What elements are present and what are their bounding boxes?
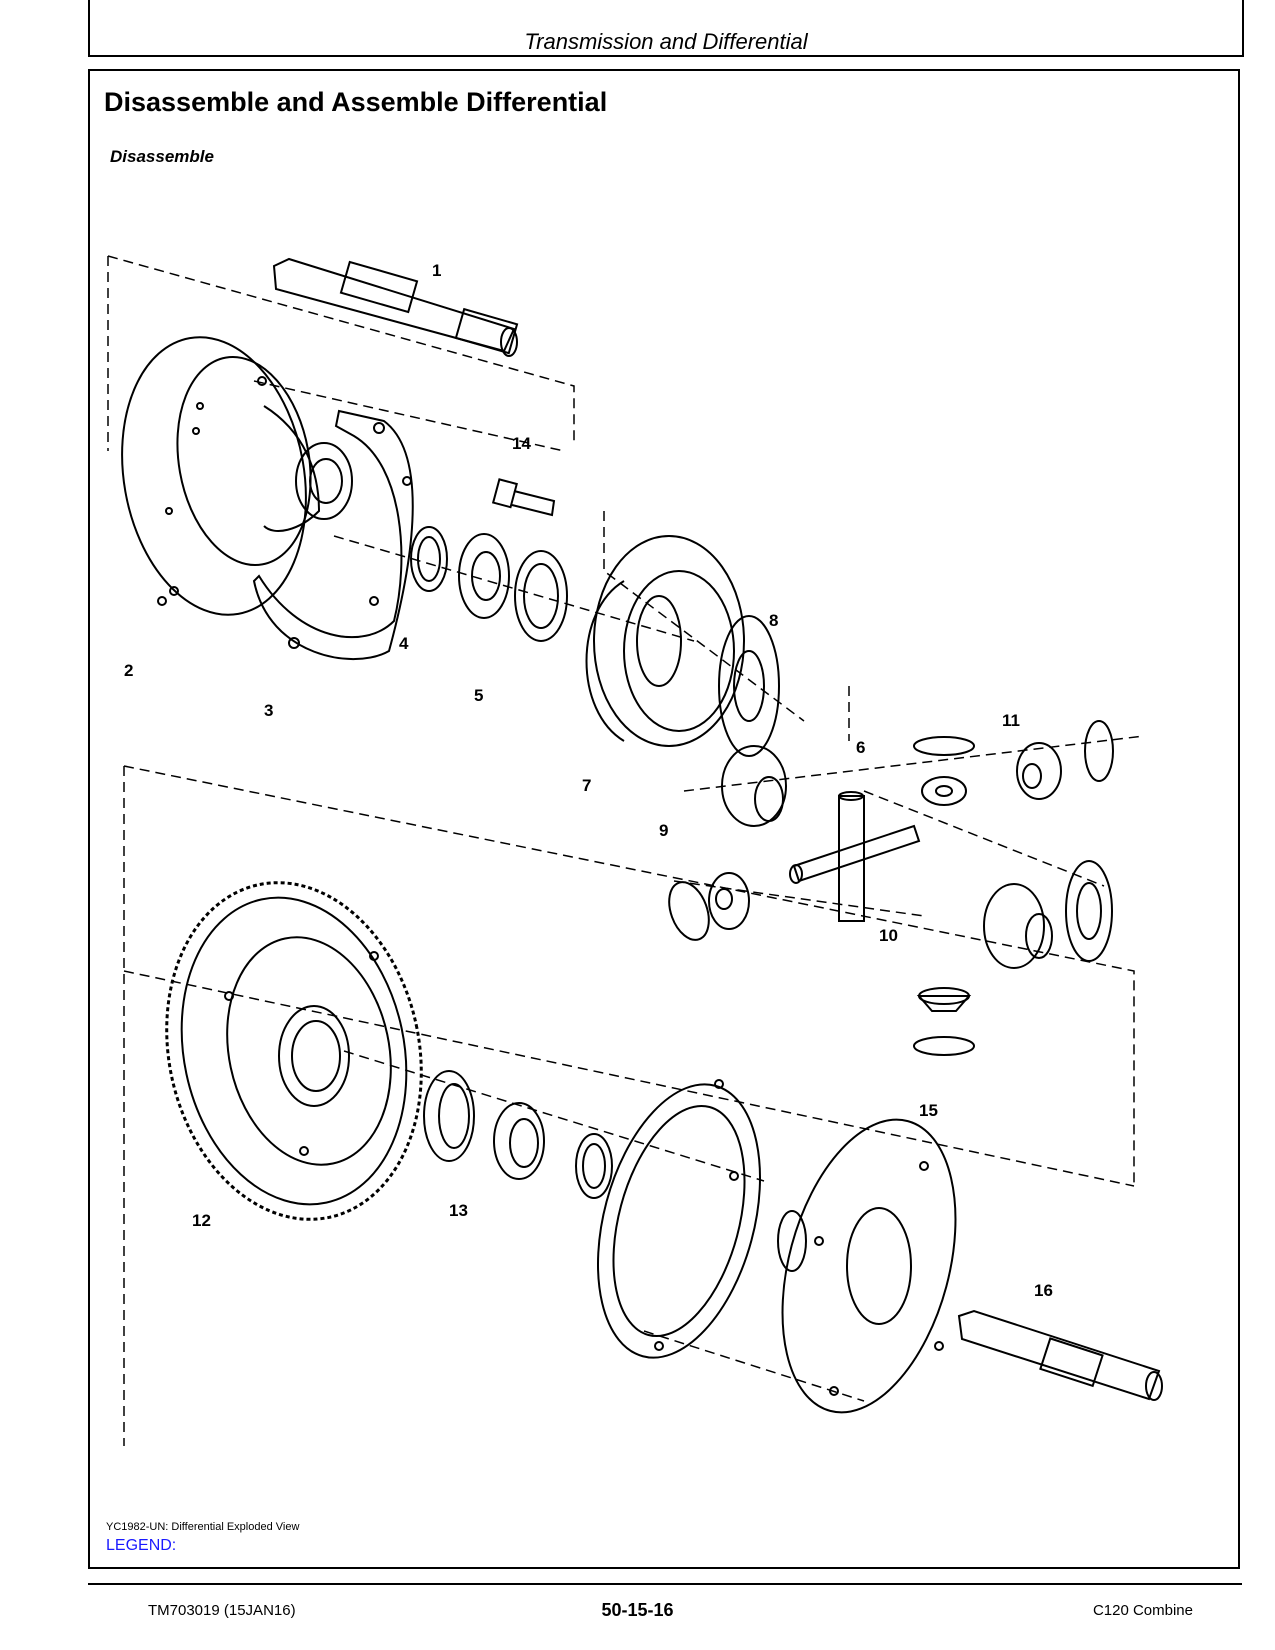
figure-caption: YC1982-UN: Differential Exploded View [106, 1521, 300, 1533]
bearing-part-13 [423, 1070, 545, 1180]
callout-9-a: 9 [659, 821, 668, 840]
subsection-heading: Disassemble [110, 147, 214, 166]
bearing-cup-part-4-lower [575, 1133, 613, 1199]
ring-gear-part-12 [165, 881, 423, 1221]
housing-part-15 [777, 1118, 957, 1414]
page-header-title: Transmission and Differential [524, 29, 808, 54]
bolt-part-14 [491, 478, 556, 517]
differential-exploded-diagram: 1 2 3 4 5 14 7 8 6 11 9 10 12 13 15 16 [107, 255, 1163, 1446]
dashed-assembly-line-upper [107, 255, 575, 446]
callout-6-a: 6 [856, 738, 865, 757]
washer-part-6-c [668, 881, 710, 941]
thrust-washer-part-8-upper [718, 615, 780, 757]
axle-shaft-part-1 [272, 257, 519, 357]
pinion-gear-part-11-c [708, 872, 750, 930]
callout-12: 12 [192, 1211, 211, 1230]
callout-16: 16 [1034, 1281, 1053, 1300]
callout-5: 5 [474, 686, 483, 705]
callout-13: 13 [449, 1201, 468, 1220]
washer-part-6-d [913, 1036, 975, 1056]
footer-doc-id: TM703019 (15JAN16) [148, 1602, 296, 1619]
gasket-part-3-lower [596, 1079, 762, 1359]
thrust-washer-part-8-lower [1065, 860, 1113, 962]
callout-8-upper: 8 [769, 611, 778, 630]
output-shaft-part-16 [957, 1309, 1163, 1401]
side-gear-part-9-a [721, 745, 787, 827]
callout-11-a: 11 [1002, 711, 1020, 730]
bearing-part-5 [458, 533, 568, 642]
legend-label: LEGEND: [106, 1537, 177, 1554]
footer-page-number: 50-15-16 [601, 1600, 674, 1620]
content-frame: Disassemble and Assemble Differential Di… [88, 69, 1240, 1569]
footer-rule [88, 1583, 1242, 1585]
callout-7: 7 [582, 776, 591, 795]
callout-2: 2 [124, 661, 133, 680]
callout-15: 15 [919, 1101, 938, 1120]
callout-10: 10 [879, 926, 898, 945]
header-frame: Transmission and Differential [88, 0, 1244, 57]
pinion-gear-part-11-a [921, 776, 967, 806]
dashed-axis-line-b [343, 686, 1145, 1402]
callout-1: 1 [432, 261, 441, 280]
bearing-cup-part-4 [410, 526, 448, 592]
dashed-axis-line-a [253, 380, 805, 722]
pinion-gear-part-11-d [916, 987, 972, 1012]
spider-cross-part-10 [789, 791, 921, 922]
side-gear-part-9-b [983, 883, 1053, 969]
dashed-assembly-line-middle [123, 765, 1135, 1446]
differential-case-part-7 [585, 535, 745, 747]
callout-4-upper: 4 [399, 634, 409, 653]
pinion-gear-part-11-b [1016, 742, 1062, 800]
callout-14: 14 [512, 434, 531, 453]
exploded-view-figure: 1 2 3 4 5 14 7 8 6 11 9 10 12 13 15 16 [104, 181, 1194, 1446]
section-title: Disassemble and Assemble Differential [104, 87, 608, 117]
callout-3-upper: 3 [264, 701, 273, 720]
footer-model: C120 Combine [1092, 1602, 1193, 1619]
washer-part-6-b [1084, 720, 1114, 782]
gasket-part-3-upper [252, 409, 414, 661]
housing-part-2 [121, 336, 353, 616]
washer-part-6-a [913, 736, 975, 756]
